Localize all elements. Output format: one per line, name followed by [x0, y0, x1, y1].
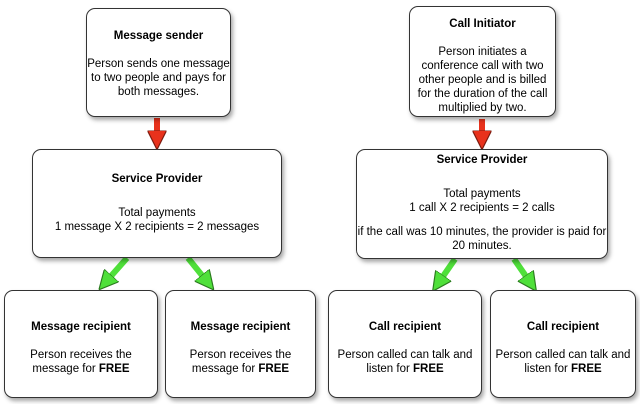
left-provider-payments-formula: 1 message X 2 recipients = 2 messages — [54, 221, 260, 233]
message-recipient-2-text-1: Person receives the — [189, 349, 292, 361]
right-provider-note-1: if the call was 10 minutes, the provider… — [357, 226, 607, 238]
call-recipient-1-title: Call recipient — [368, 321, 442, 333]
call-recipient-2-text-2: listen for FREE — [524, 363, 602, 375]
arrow-provider-to-call-recipient-2 — [511, 257, 532, 285]
message-recipient-1-text-1: Person receives the — [30, 349, 132, 361]
call-recipient-box-1: Call recipient Person called can talk an… — [328, 290, 482, 398]
message-sender-text-2: to two people and pays for — [91, 72, 226, 84]
message-recipient-2-text-2: message for FREE — [191, 363, 290, 375]
call-initiator-text-2: conference call with two — [421, 60, 544, 72]
arrow-provider-to-message-recipient-1 — [104, 256, 130, 284]
left-service-provider-box: Service Provider Total payments 1 messag… — [32, 149, 282, 258]
message-sender-text-3: both messages. — [117, 86, 200, 98]
call-initiator-title: Call Initiator — [449, 18, 516, 30]
call-initiator-text-4: for the duration of the call — [417, 88, 548, 100]
call-recipient-2-title: Call recipient — [526, 321, 600, 333]
left-provider-payments-label: Total payments — [118, 207, 196, 219]
message-recipient-1-text-2: message for FREE — [32, 363, 130, 375]
message-sender-text-1: Person sends one message — [87, 58, 230, 70]
call-recipient-1-text-2: listen for FREE — [366, 363, 444, 375]
free-label: FREE — [258, 363, 290, 375]
message-recipient-box-1: Message recipient Person receives the me… — [4, 290, 158, 398]
left-service-provider-title: Service Provider — [111, 173, 203, 185]
right-provider-payments-label: Total payments — [443, 188, 521, 200]
call-initiator-text-3: other people and is billed — [418, 74, 547, 86]
right-provider-payments-formula: 1 call X 2 recipients = 2 calls — [409, 202, 555, 214]
message-sender-title: Message sender — [113, 30, 204, 42]
right-service-provider-title: Service Provider — [436, 154, 528, 166]
call-initiator-text-5: multiplied by two. — [438, 102, 527, 114]
right-service-provider-box: Service Provider Total payments 1 call X… — [356, 149, 608, 259]
free-label: FREE — [98, 363, 130, 375]
message-sender-box: Message sender Person sends one message … — [86, 8, 231, 117]
call-recipient-1-text-1: Person called can talk and — [337, 349, 473, 361]
call-initiator-box: Call Initiator Person initiates a confer… — [409, 6, 556, 117]
call-recipient-box-2: Call recipient Person called can talk an… — [490, 290, 636, 398]
arrow-provider-to-message-recipient-2 — [185, 256, 209, 284]
message-recipient-1-title: Message recipient — [31, 321, 131, 333]
arrow-provider-to-call-recipient-1 — [437, 257, 458, 285]
call-recipient-2-text-1: Person called can talk and — [495, 349, 631, 361]
free-label: FREE — [413, 363, 444, 375]
right-provider-note-2: 20 minutes. — [452, 240, 512, 252]
message-recipient-box-2: Message recipient Person receives the me… — [165, 290, 316, 398]
call-initiator-text-1: Person initiates a — [438, 46, 527, 58]
free-label: FREE — [571, 363, 602, 375]
message-recipient-2-title: Message recipient — [190, 321, 291, 333]
